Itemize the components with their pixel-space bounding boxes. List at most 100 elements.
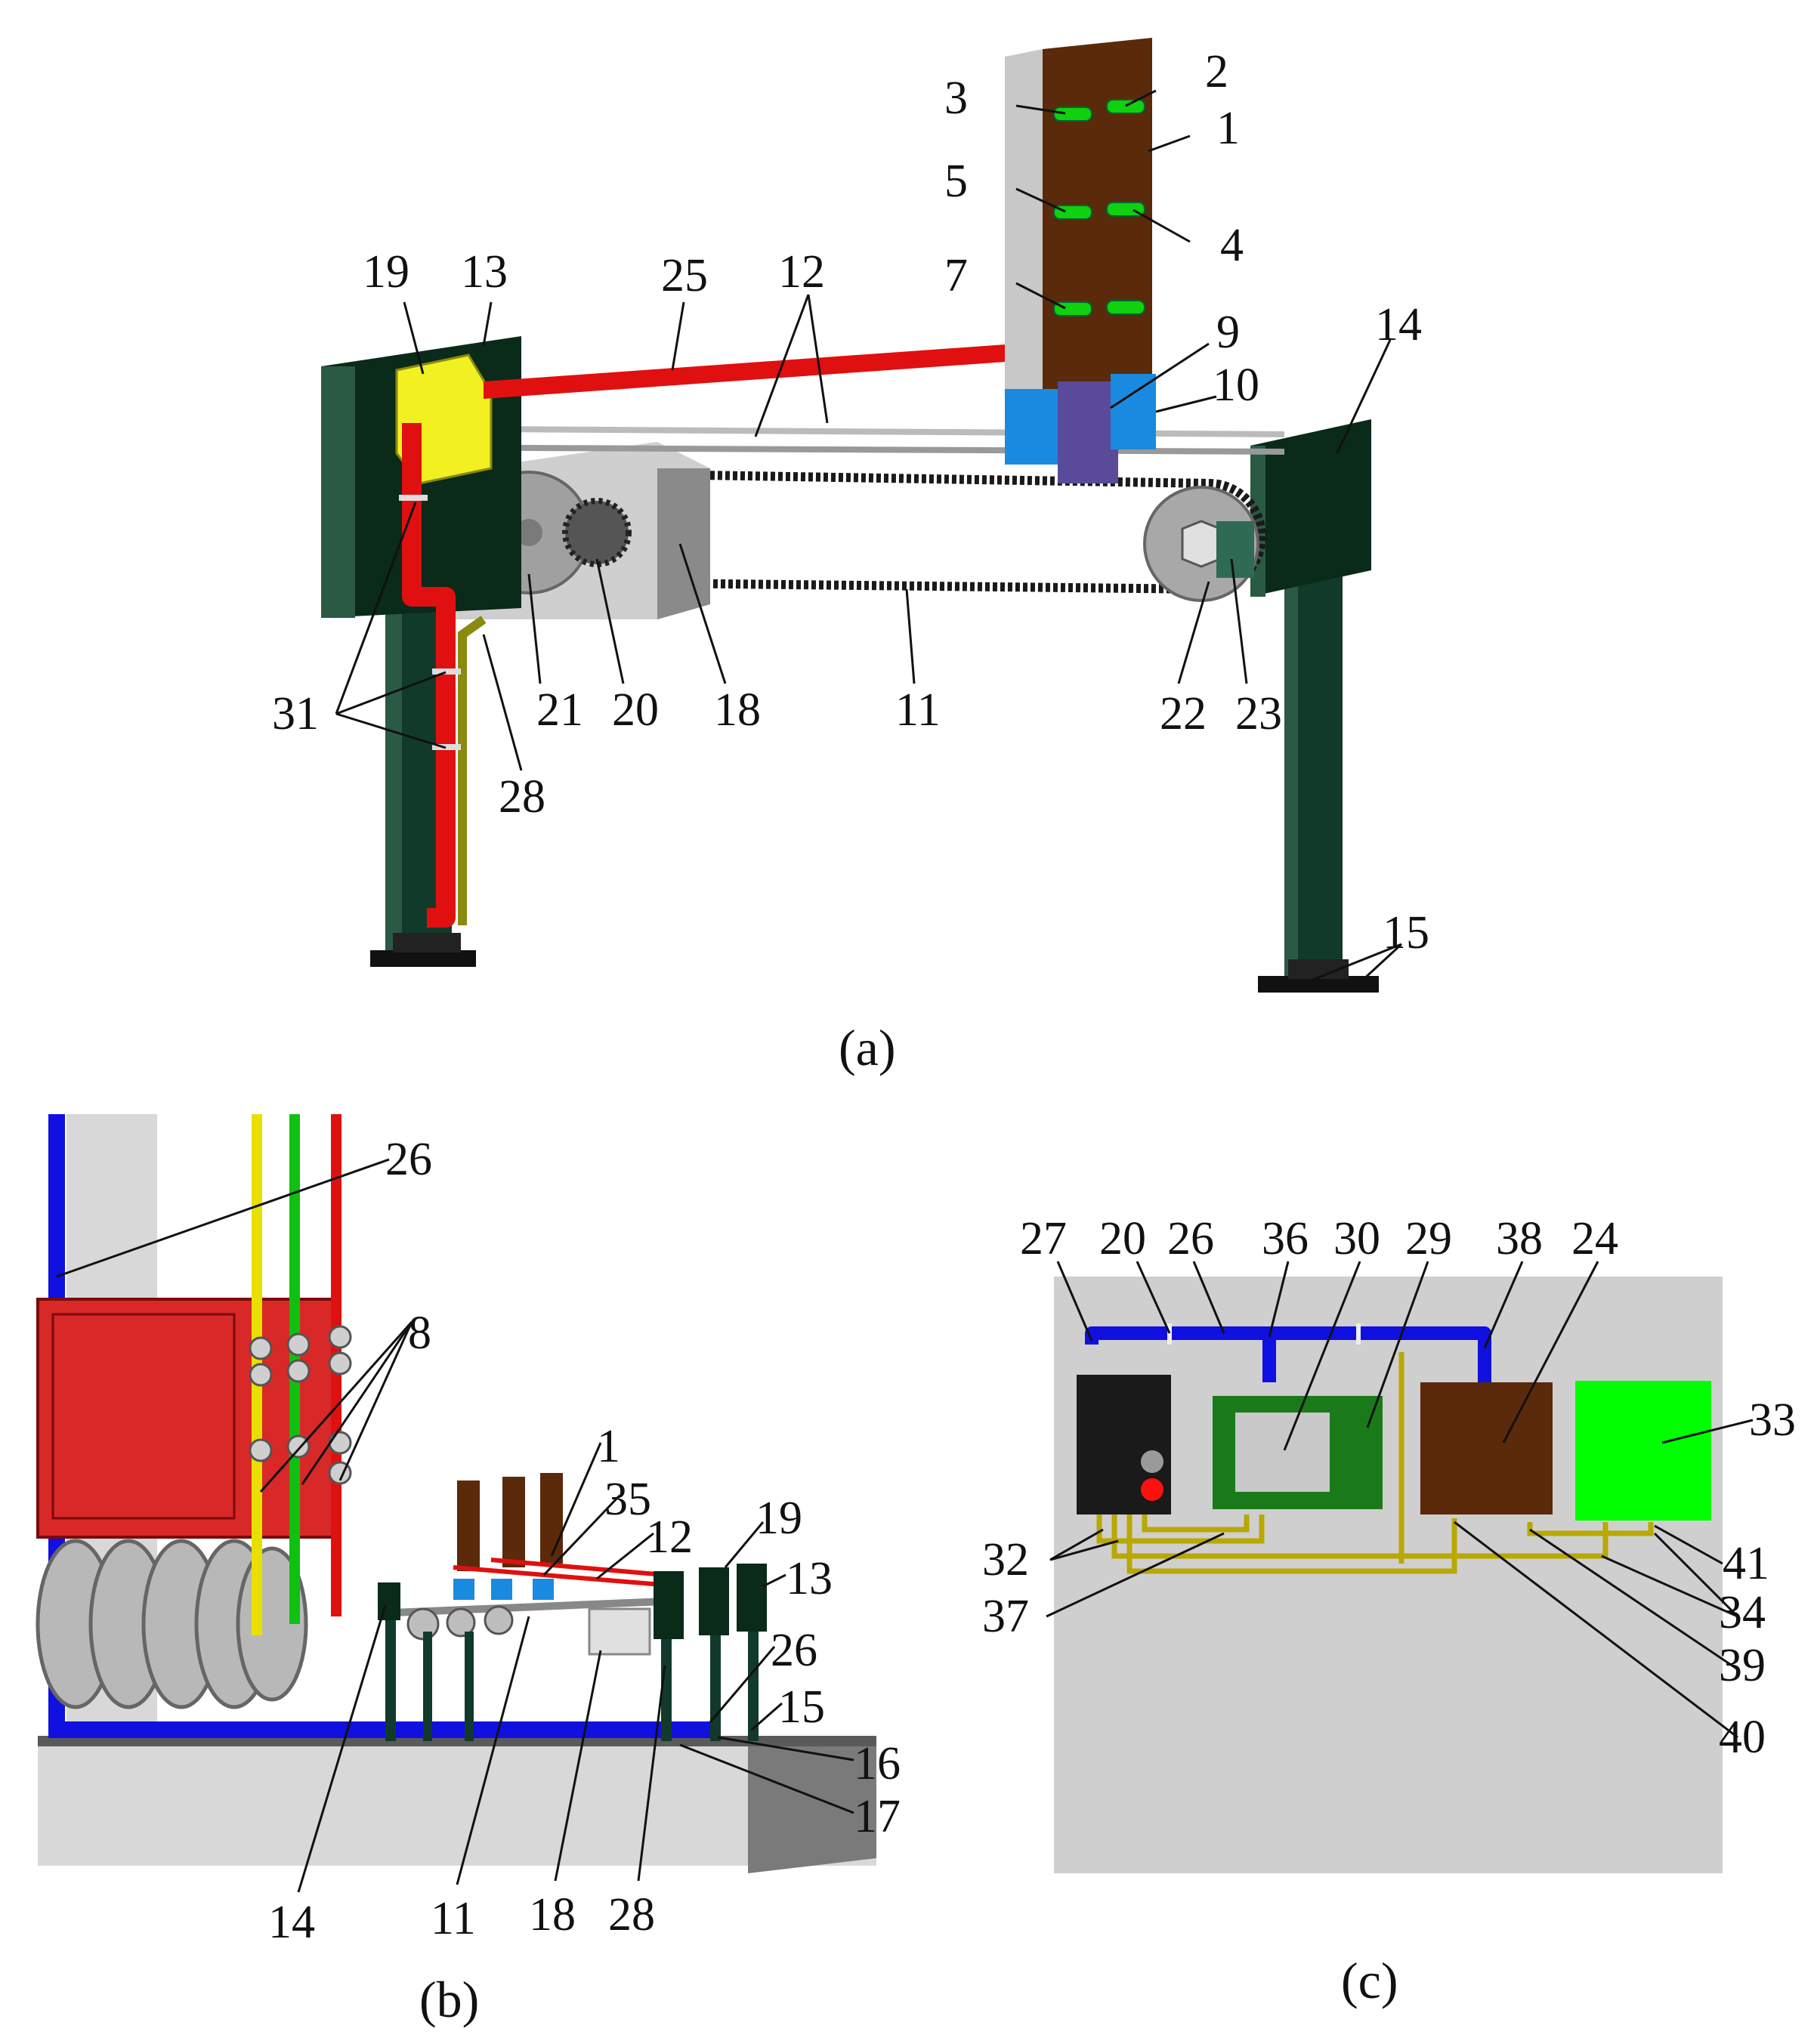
label-c-32: 32	[982, 1534, 1029, 1585]
sensor-4	[1106, 202, 1145, 217]
clip-2	[432, 668, 461, 675]
label-c-33: 33	[1749, 1394, 1796, 1446]
label-a-11: 11	[895, 684, 941, 736]
label-c-39: 39	[1719, 1640, 1766, 1691]
sensor-2	[1106, 99, 1145, 114]
coil-stack	[36, 1539, 308, 1709]
label-a-18: 18	[714, 684, 761, 736]
label-b-26b: 26	[771, 1625, 817, 1676]
sensor-7a	[1053, 301, 1092, 316]
end-plate-b-14	[378, 1582, 400, 1620]
rail-b	[392, 1598, 666, 1616]
pulley-b-3	[484, 1605, 514, 1635]
label-c-24: 24	[1571, 1213, 1618, 1264]
panel-b: 26 8 1 35 12 19 13 26 15 16 17 14 11 18 …	[36, 1114, 901, 2028]
label-c-30: 30	[1333, 1213, 1380, 1264]
green-box	[1575, 1381, 1711, 1521]
sensor-5	[1053, 205, 1092, 220]
clip-1	[399, 495, 428, 501]
frame-post-right-side	[1284, 529, 1298, 982]
brown-box	[1420, 1382, 1553, 1514]
guide-rod-lower	[377, 444, 1285, 455]
drive-pulley-hub	[515, 519, 542, 546]
small-board-1	[457, 1481, 480, 1571]
label-a-28: 28	[499, 771, 545, 823]
board	[1043, 38, 1152, 419]
label-a-7: 7	[944, 250, 968, 301]
cyan-carriage-2	[491, 1579, 512, 1600]
frame-post-left-side	[385, 574, 402, 959]
label-b-17: 17	[854, 1791, 901, 1842]
label-a-31: 31	[272, 688, 319, 739]
end-plate-b-13-a	[654, 1571, 684, 1639]
label-a-22: 22	[1160, 688, 1207, 739]
label-b-16: 16	[854, 1738, 901, 1789]
base-plate-left-block	[393, 933, 461, 953]
motor-housing-face	[657, 468, 710, 619]
red-rod-b	[453, 1565, 681, 1589]
pulley-b-2	[446, 1607, 476, 1638]
yellow-tube	[458, 616, 487, 925]
frame-post-right	[1296, 529, 1343, 982]
carriage-cyan-left	[1005, 389, 1065, 465]
red-vertical-pipe	[402, 423, 456, 928]
carriage-cyan-right	[1111, 374, 1156, 449]
carriage-purple	[1058, 381, 1118, 483]
label-c-36: 36	[1262, 1213, 1309, 1264]
label-a-13: 13	[461, 246, 508, 298]
label-c-20: 20	[1099, 1213, 1146, 1264]
label-c-38: 38	[1496, 1213, 1543, 1264]
panel-c: 27 20 26 36 30 29 38 24 33 41 34 39 40 3…	[982, 1213, 1796, 2009]
bolts-8	[249, 1325, 352, 1485]
board-side	[1005, 49, 1043, 419]
label-a-1: 1	[1216, 103, 1240, 154]
label-c-41: 41	[1723, 1538, 1769, 1589]
label-a-20: 20	[612, 684, 659, 736]
label-b-12: 12	[646, 1511, 693, 1563]
label-b-15: 15	[778, 1681, 825, 1733]
label-b-18: 18	[529, 1889, 576, 1941]
caption-a: (a)	[839, 1019, 895, 1076]
label-a-19: 19	[363, 246, 409, 298]
end-plate-b-13-b	[699, 1567, 729, 1635]
base-plate-left	[370, 950, 476, 967]
end-plate-b-13-c	[737, 1564, 767, 1632]
label-b-28: 28	[608, 1889, 655, 1941]
label-a-2: 2	[1205, 46, 1228, 97]
bearing-block	[1216, 521, 1254, 578]
control-button-gray	[1141, 1450, 1163, 1473]
label-c-34: 34	[1719, 1587, 1766, 1638]
clip-3	[432, 744, 461, 750]
cyan-carriage-1	[453, 1579, 474, 1600]
end-plate-right	[1250, 419, 1371, 597]
label-b-26a: 26	[385, 1134, 432, 1185]
label-a-9: 9	[1216, 307, 1240, 358]
small-board-3	[540, 1473, 563, 1564]
red-heater-panel	[51, 1313, 236, 1520]
floor-slab	[38, 1745, 876, 1866]
panel-a: 1 2 3 5 4 7 9 10 14 19 13 25 12 31 28 21…	[272, 38, 1429, 1076]
label-a-15: 15	[1383, 907, 1429, 959]
label-a-25: 25	[661, 250, 708, 301]
caption-b: (b)	[419, 1971, 479, 2028]
small-board-2	[502, 1477, 525, 1567]
pipe-clip-26	[1356, 1323, 1361, 1345]
label-c-29: 29	[1405, 1213, 1452, 1264]
motor-housing-b	[588, 1607, 651, 1656]
red-pipe-25	[484, 344, 1016, 399]
cyan-carriage-3	[533, 1579, 554, 1600]
label-b-35: 35	[604, 1474, 651, 1525]
label-b-19: 19	[756, 1493, 802, 1544]
sensor-7b	[1106, 300, 1145, 315]
label-a-14: 14	[1375, 299, 1422, 350]
label-b-8: 8	[408, 1308, 431, 1359]
display-screen	[1235, 1413, 1330, 1492]
label-a-12: 12	[778, 246, 825, 298]
panel-c-background	[1054, 1277, 1723, 1873]
base-plate-right	[1258, 976, 1379, 993]
label-c-37: 37	[982, 1591, 1029, 1642]
label-a-10: 10	[1213, 360, 1259, 411]
pipe-clip-20	[1167, 1323, 1172, 1345]
label-a-3: 3	[944, 73, 968, 124]
